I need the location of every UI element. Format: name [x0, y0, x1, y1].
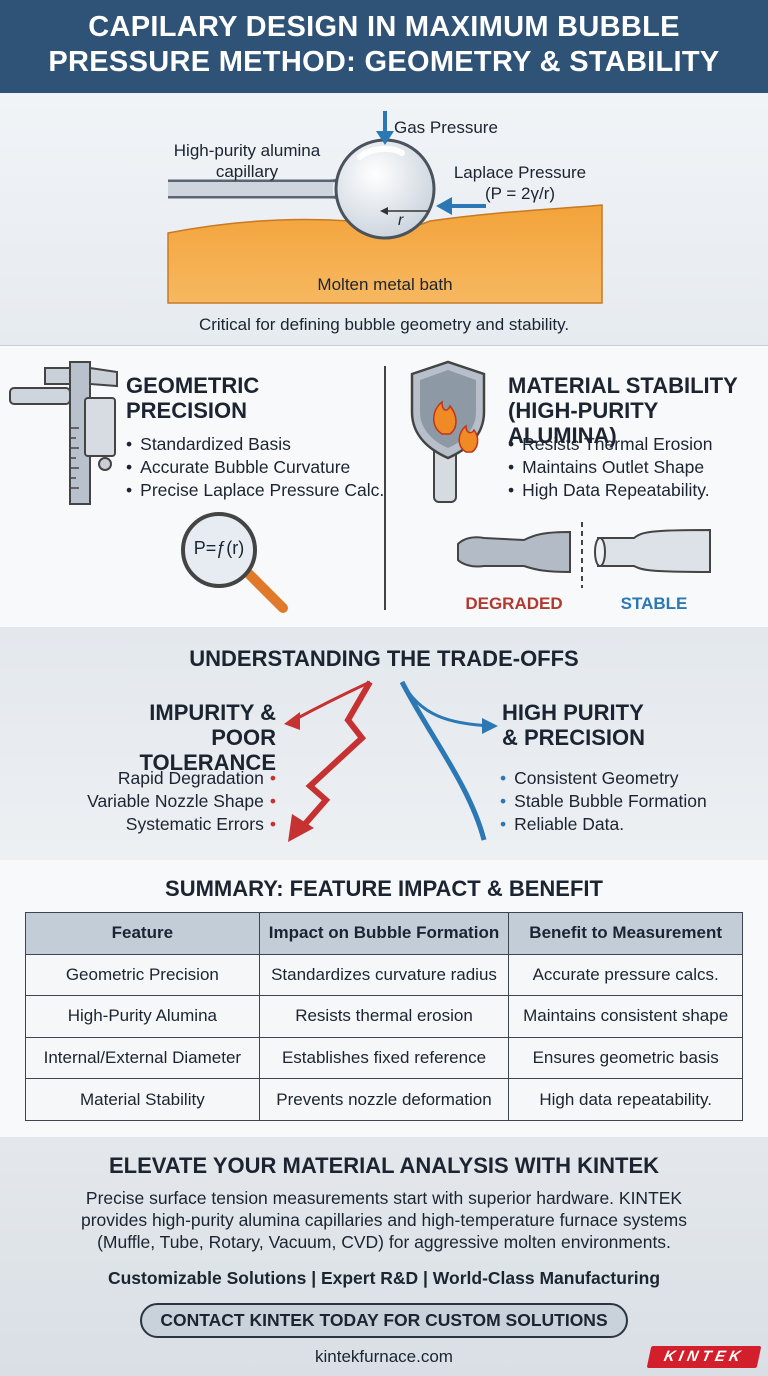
table-header: Feature [25, 912, 260, 955]
table-header: Benefit to Measurement [508, 912, 743, 955]
page-title-line1: CAPILARY DESIGN IN MAXIMUM BUBBLE [88, 11, 680, 43]
red-arrow [293, 680, 371, 722]
diagram-caption: Critical for defining bubble geometry an… [198, 315, 570, 334]
high-purity-bullets: Consistent Geometry Stable Bubble Format… [500, 767, 707, 836]
tagline: Customizable Solutions | Expert R&D | Wo… [107, 1268, 661, 1288]
table-row: Internal/External Diameter Establishes f… [25, 1036, 743, 1080]
laplace-pressure-label: Laplace Pressure (P = 2γ/r) [453, 163, 587, 203]
list-item: Consistent Geometry [500, 767, 707, 790]
table-cell: Maintains consistent shape [508, 995, 743, 1038]
page-title-line2: PRESSURE METHOD: GEOMETRY & STABILITY [48, 46, 720, 78]
list-item: Systematic Errors [40, 813, 276, 836]
contact-button[interactable]: CONTACT KINTEK TODAY FOR CUSTOM SOLUTION… [140, 1303, 628, 1338]
impurity-bullets: Rapid Degradation Variable Nozzle Shape … [40, 767, 276, 836]
table-cell: Internal/External Diameter [25, 1036, 260, 1080]
table-row: Geometric Precision Standardizes curvatu… [25, 953, 743, 997]
table-header: Impact on Bubble Formation [258, 912, 510, 955]
stable-label: STABLE [620, 594, 688, 613]
table-row: Material Stability Prevents nozzle defor… [25, 1078, 743, 1121]
table-row: High-Purity Alumina Resists thermal eros… [25, 995, 743, 1038]
table-cell: Ensures geometric basis [508, 1036, 743, 1080]
caliper-icon [9, 361, 118, 505]
list-item: Reliable Data. [500, 813, 707, 836]
degraded-nozzle [457, 530, 571, 574]
gas-pressure-label: Gas Pressure [394, 118, 498, 137]
formula-label: P=ƒ(r) [193, 538, 245, 558]
shield-flame-icon [410, 360, 486, 503]
bath-label: Molten metal bath [317, 275, 453, 294]
stable-nozzle [597, 528, 711, 574]
table-cell: High-Purity Alumina [25, 995, 260, 1038]
gas-pressure-arrow [376, 131, 394, 145]
table-cell: High data repeatability. [508, 1078, 743, 1121]
header-banner: CAPILARY DESIGN IN MAXIMUM BUBBLE PRESSU… [0, 0, 768, 93]
impurity-title: IMPURITY & POOR TOLERANCE [139, 700, 277, 775]
list-item: Rapid Degradation [40, 767, 276, 790]
table-cell: Material Stability [25, 1078, 260, 1121]
list-item: Variable Nozzle Shape [40, 790, 276, 813]
list-item: Standardized Basis [126, 433, 384, 456]
tradeoff-arrows [284, 680, 498, 842]
geometric-bullets: Standardized Basis Accurate Bubble Curva… [126, 433, 384, 502]
list-item: High Data Repeatability. [508, 479, 712, 502]
list-item: Precise Laplace Pressure Calc. [126, 479, 384, 502]
list-item: Resists Thermal Erosion [508, 433, 712, 456]
tradeoffs-title: UNDERSTANDING THE TRADE-OFFS [189, 646, 579, 671]
laplace-pressure-arrow [436, 197, 452, 215]
website-link[interactable]: kintekfurnace.com [315, 1347, 453, 1366]
table-cell: Prevents nozzle deformation [258, 1078, 510, 1121]
section-divider [384, 366, 386, 610]
table-header-row: Feature Impact on Bubble Formation Benef… [25, 912, 743, 955]
nozzle-comparison [457, 522, 711, 588]
capillary-label: High-purity alumina capillary [173, 141, 321, 181]
material-bullets: Resists Thermal Erosion Maintains Outlet… [508, 433, 712, 502]
flame-icon [433, 400, 457, 435]
table-cell: Accurate pressure calcs. [508, 953, 743, 997]
list-item: Maintains Outlet Shape [508, 456, 712, 479]
bubble [334, 138, 436, 240]
magnifier-icon [181, 512, 288, 613]
summary-title: SUMMARY: FEATURE IMPACT & BENEFIT [165, 876, 603, 901]
list-item: Stable Bubble Formation [500, 790, 707, 813]
list-item: Accurate Bubble Curvature [126, 456, 384, 479]
material-stability-title: MATERIAL STABILITY (HIGH-PURITY ALUMINA) [508, 373, 738, 448]
bubble-diagram [167, 111, 603, 304]
radius-label: r [398, 212, 404, 229]
kintek-logo: KINTEK [646, 1346, 762, 1368]
degraded-label: DEGRADED [465, 594, 563, 613]
table-cell: Geometric Precision [25, 953, 260, 997]
cta-title: ELEVATE YOUR MATERIAL ANALYSIS WITH KINT… [108, 1153, 660, 1178]
summary-table: Feature Impact on Bubble Formation Benef… [25, 912, 743, 1121]
table-cell: Establishes fixed reference [258, 1036, 510, 1080]
table-cell: Resists thermal erosion [258, 995, 510, 1038]
cta-paragraph: Precise surface tension measurements sta… [81, 1188, 687, 1252]
table-cell: Standardizes curvature radius [258, 953, 510, 997]
geometric-precision-title: GEOMETRIC PRECISION [126, 373, 260, 423]
high-purity-title: HIGH PURITY & PRECISION [502, 700, 646, 750]
